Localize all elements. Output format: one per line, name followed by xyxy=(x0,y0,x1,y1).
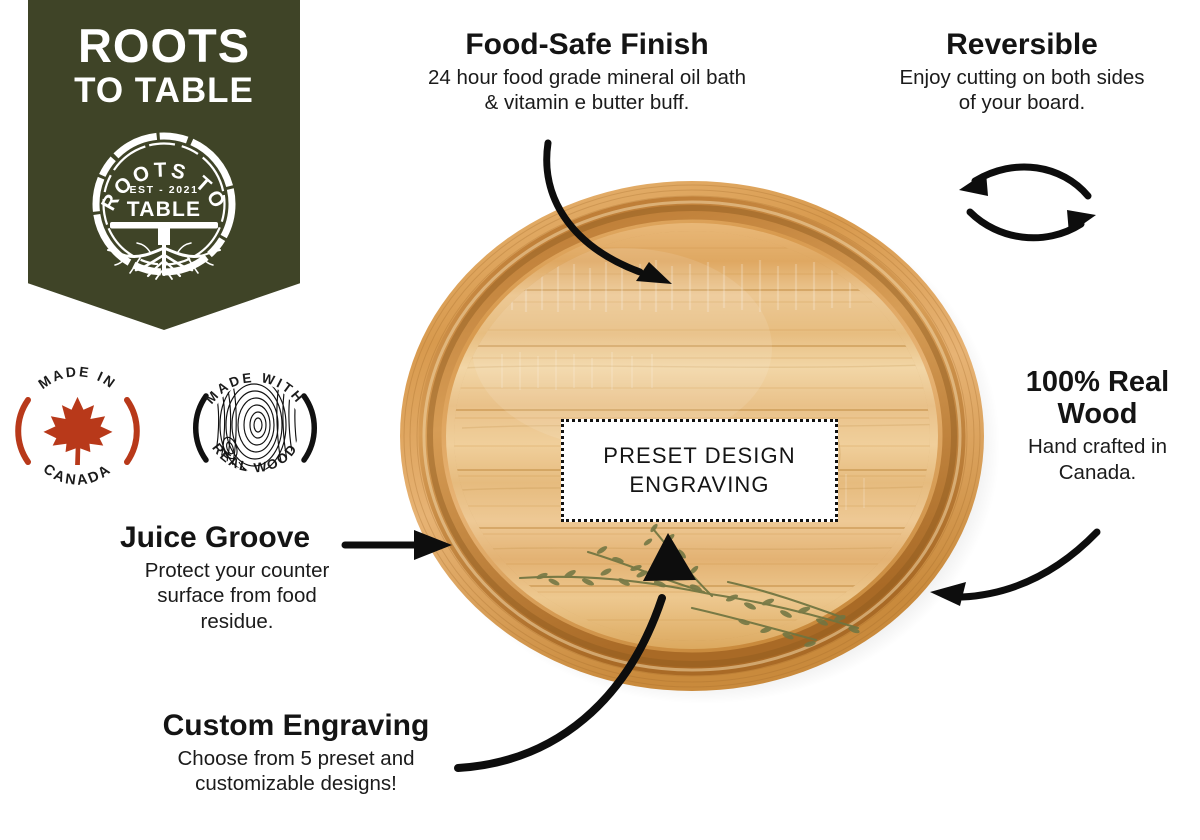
wood-grain-icon xyxy=(212,383,299,471)
annotation-body: 24 hour food grade mineral oil bath & vi… xyxy=(428,65,746,115)
badge-canada-top-text: MADE IN xyxy=(35,363,117,392)
svg-text:TABLE: TABLE xyxy=(127,198,201,221)
annotation-heading: 100% Real Wood xyxy=(1025,366,1170,431)
svg-text:EST - 2021: EST - 2021 xyxy=(129,184,198,196)
badge-made-with-real-wood: MADE WITH REAL WOOD xyxy=(185,352,325,502)
annotation-reversible: Reversible Enjoy cutting on both sides o… xyxy=(852,28,1192,116)
annotation-heading: Reversible xyxy=(946,28,1098,61)
svg-text:CANADA: CANADA xyxy=(40,461,115,489)
annotation-heading: Food-Safe Finish xyxy=(465,28,709,61)
maple-leaf-icon xyxy=(43,396,113,465)
engraving-line-1: PRESET DESIGN xyxy=(603,442,796,468)
badge-wood-top-text: MADE WITH xyxy=(203,370,305,407)
preset-design-engraving-box[interactable]: PRESET DESIGN ENGRAVING xyxy=(561,419,838,522)
svg-text:MADE WITH: MADE WITH xyxy=(203,370,308,407)
annotation-body: Choose from 5 preset and customizable de… xyxy=(177,746,415,796)
brand-subtitle: TO TABLE xyxy=(74,71,254,110)
annotation-heading: Custom Engraving xyxy=(162,709,430,742)
annotation-body: Enjoy cutting on both sides of your boar… xyxy=(899,65,1145,115)
annotation-custom-engraving: Custom Engraving Choose from 5 preset an… xyxy=(126,709,466,797)
annotation-heading: Juice Groove xyxy=(120,521,311,554)
annotation-body: Protect your counter surface from food r… xyxy=(144,558,330,634)
roots-table-emblem-icon: ROOTS TO EST - 2021 TABLE xyxy=(84,124,244,284)
svg-text:MADE IN: MADE IN xyxy=(35,363,120,392)
badge-made-in-canada: MADE IN CANADA xyxy=(10,358,145,503)
engraving-line-2: ENGRAVING xyxy=(629,471,770,497)
annotation-real-wood: 100% Real Wood Hand crafted in Canada. xyxy=(995,366,1200,486)
annotation-body: Hand crafted in Canada. xyxy=(1027,434,1168,484)
annotation-juice-groove: Juice Groove Protect your counter surfac… xyxy=(92,521,382,635)
brand-title: ROOTS xyxy=(77,19,251,72)
badge-canada-bottom-text: CANADA xyxy=(40,461,113,489)
brand-banner: ROOTS TO TABLE ROOTS TO EST - 2021 TABLE xyxy=(28,0,300,330)
annotation-food-safe-finish: Food-Safe Finish 24 hour food grade mine… xyxy=(372,28,802,116)
